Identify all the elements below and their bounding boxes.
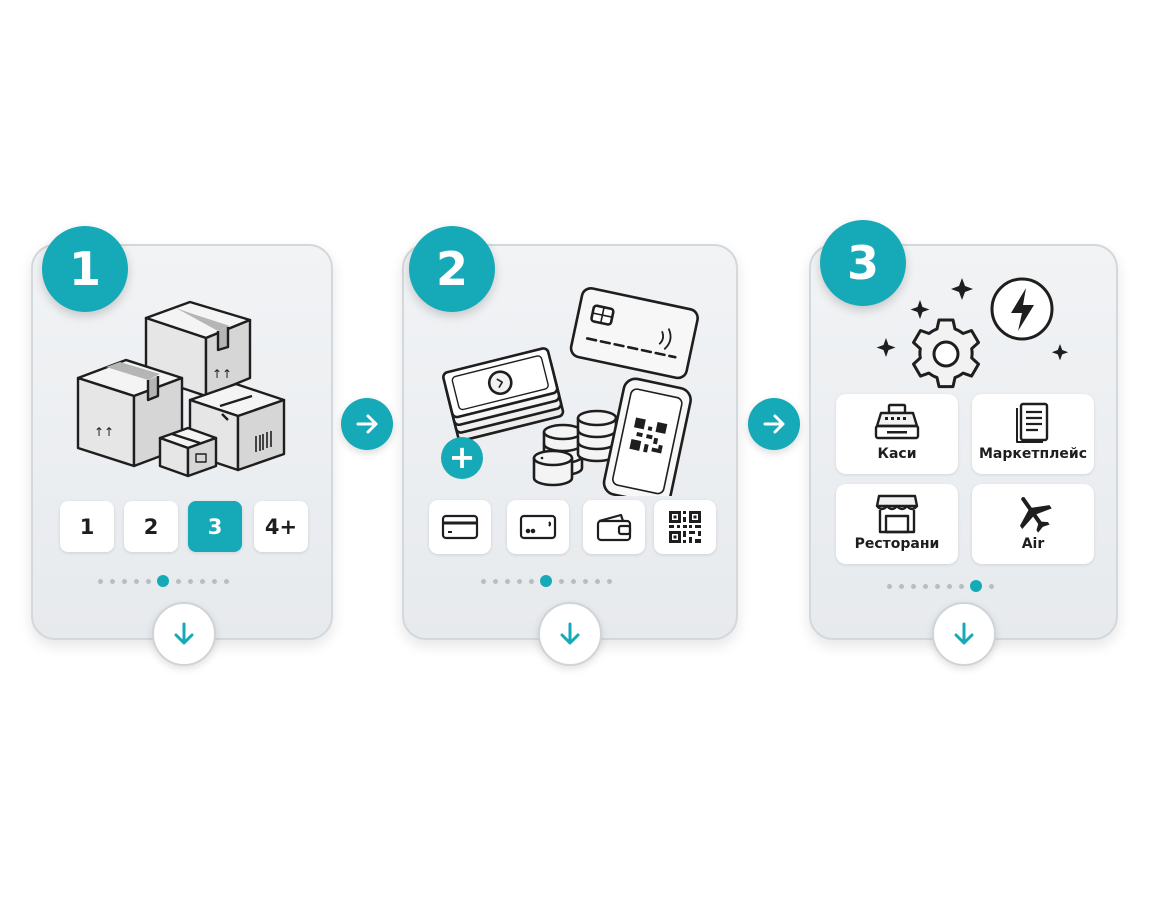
pagination-dot[interactable] (594, 578, 600, 584)
step-1-number: 1 (68, 242, 101, 296)
svg-text:↑↑: ↑↑ (94, 425, 114, 439)
qr-code-icon (669, 511, 701, 543)
wallet-icon (596, 513, 632, 542)
airplane-icon (1019, 497, 1052, 533)
pagination-dot[interactable] (886, 583, 892, 589)
plus-icon: + (448, 438, 476, 476)
pagination-dot[interactable] (211, 578, 217, 584)
pay-wallet-button[interactable] (583, 500, 645, 554)
pagination-dot[interactable] (922, 583, 928, 589)
quantity-option-4-plus[interactable]: 4+ (254, 501, 308, 552)
cash-register-icon (874, 403, 920, 440)
pay-card-back-button[interactable] (507, 500, 569, 554)
pagination-dot[interactable] (516, 578, 522, 584)
pagination-dot[interactable] (175, 578, 181, 584)
arrow-right-icon (356, 414, 378, 434)
arrow-right-icon (763, 414, 785, 434)
next-step-arrow-button[interactable] (748, 398, 800, 450)
category-tile-air[interactable]: Air (972, 484, 1094, 564)
quantity-option-label: 2 (143, 514, 159, 539)
step-2-number: 2 (435, 242, 468, 296)
pagination-dot[interactable] (606, 578, 612, 584)
category-label: Ресторани (854, 536, 940, 552)
pagination-dot[interactable] (958, 583, 964, 589)
pagination-dot-active[interactable] (157, 575, 169, 587)
card-icon (441, 514, 479, 540)
boxes-illustration: ↑↑ ↑↑ (72, 296, 292, 478)
pagination-dot[interactable] (480, 578, 486, 584)
pagination-dot[interactable] (199, 578, 205, 584)
step-1-badge: 1 (42, 226, 128, 312)
pagination-dot[interactable] (187, 578, 193, 584)
pagination-dot[interactable] (558, 578, 564, 584)
pagination-dot[interactable] (504, 578, 510, 584)
pagination-dot[interactable] (910, 583, 916, 589)
pagination-dot[interactable] (582, 578, 588, 584)
category-label: Маркетплейс (978, 446, 1088, 462)
svg-text:↑↑: ↑↑ (212, 367, 232, 381)
step-2-down-button[interactable] (538, 602, 602, 666)
pagination-dot-active[interactable] (970, 580, 982, 592)
pagination-dot[interactable] (97, 578, 103, 584)
arrow-down-icon (954, 622, 974, 645)
step-1-pagination (94, 574, 232, 588)
pagination-dot[interactable] (121, 578, 127, 584)
pay-card-button[interactable] (429, 500, 491, 554)
category-tile-marketplace[interactable]: Маркетплейс (972, 394, 1094, 474)
pagination-dot[interactable] (133, 578, 139, 584)
pagination-dot[interactable] (109, 578, 115, 584)
storefront-icon (875, 494, 919, 534)
pagination-dot[interactable] (988, 583, 994, 589)
card-back-icon (519, 514, 557, 540)
category-tile-restaurants[interactable]: Ресторани (836, 484, 958, 564)
document-icon (1016, 402, 1049, 443)
pagination-dot[interactable] (528, 578, 534, 584)
quantity-option-2[interactable]: 2 (124, 501, 178, 552)
quantity-option-label: 4+ (264, 514, 298, 539)
arrow-down-icon (174, 622, 194, 645)
pagination-dot[interactable] (145, 578, 151, 584)
pagination-dot[interactable] (898, 583, 904, 589)
pagination-dot-active[interactable] (540, 575, 552, 587)
step-1-down-button[interactable] (152, 602, 216, 666)
step-2-badge: 2 (409, 226, 495, 312)
quantity-option-3-selected[interactable]: 3 (188, 501, 242, 552)
pagination-dot[interactable] (223, 578, 229, 584)
step-3-pagination (883, 579, 997, 593)
pagination-dot[interactable] (946, 583, 952, 589)
category-tile-cash-registers[interactable]: Каси (836, 394, 958, 474)
pay-qr-button[interactable] (654, 500, 716, 554)
quantity-option-1[interactable]: 1 (60, 501, 114, 552)
step-3-number: 3 (846, 236, 879, 290)
arrow-down-icon (560, 622, 580, 645)
step-3-down-button[interactable] (932, 602, 996, 666)
quantity-option-label: 3 (207, 514, 223, 539)
pagination-dot[interactable] (934, 583, 940, 589)
category-label: Air (1021, 536, 1045, 552)
settings-illustration (872, 276, 1072, 394)
step-3-badge: 3 (820, 220, 906, 306)
step-2-pagination (477, 574, 615, 588)
payments-illustration: + (440, 286, 702, 496)
pagination-dot[interactable] (570, 578, 576, 584)
next-step-arrow-button[interactable] (341, 398, 393, 450)
category-label: Каси (877, 446, 917, 462)
pagination-dot[interactable] (492, 578, 498, 584)
quantity-option-label: 1 (79, 514, 95, 539)
